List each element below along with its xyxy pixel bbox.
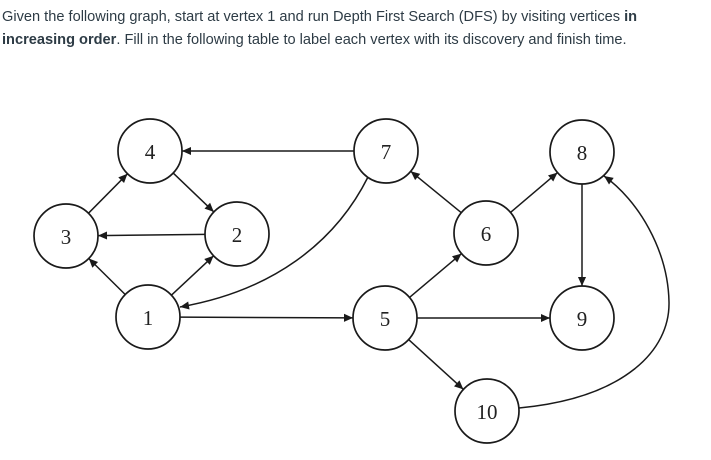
graph-node-label-3: 3 (61, 225, 72, 249)
graph-node-8 (549, 119, 615, 185)
graph-edge-5-10 (408, 339, 464, 390)
graph-node-1 (115, 284, 181, 350)
graph-node-label-5: 5 (380, 307, 391, 331)
graph-node-6 (453, 200, 519, 266)
graph-node-5 (352, 285, 418, 351)
graph-edge-2-3 (97, 231, 206, 240)
graph-node-7 (353, 118, 419, 184)
graph-node-3 (33, 203, 99, 269)
graph-node-4 (117, 118, 183, 184)
graph-edge-6-8 (510, 172, 558, 213)
graph-edge-3-4 (87, 173, 129, 214)
graph-node-label-9: 9 (577, 307, 588, 331)
graph-node-label-6: 6 (481, 222, 492, 246)
graph-node-label-7: 7 (381, 140, 392, 164)
graph-edge-7-1 (179, 176, 369, 310)
graph-node-9 (549, 285, 615, 351)
graph-node-label-10: 10 (477, 400, 498, 424)
graph-edge-4-2 (172, 172, 215, 213)
question-line: Given the following graph, start at vert… (2, 9, 638, 25)
graph-edge-1-2 (170, 255, 215, 296)
graph-edge-10-8 (518, 175, 670, 409)
question-text: Given the following graph, start at vert… (2, 6, 708, 52)
graph-edge-1-5 (179, 313, 354, 322)
graph-edge-5-6 (409, 253, 462, 298)
graph-node-label-4: 4 (145, 140, 156, 164)
graph-node-label-8: 8 (577, 141, 588, 165)
graph-node-label-1: 1 (143, 306, 154, 330)
graph-node-10 (454, 378, 520, 444)
graph-node-label-2: 2 (232, 223, 243, 247)
graph-node-2 (204, 201, 270, 267)
question-line: increasing order. Fill in the following … (2, 32, 627, 48)
graph-edge-6-7 (410, 170, 462, 214)
graph-edge-1-3 (88, 257, 126, 296)
